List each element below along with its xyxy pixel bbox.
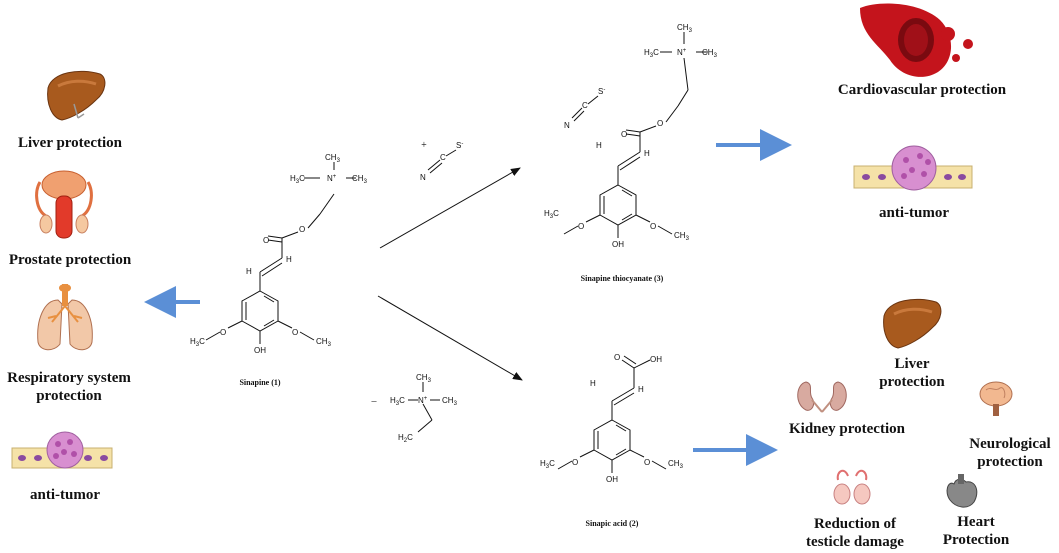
- neurological-protection-label-line2: protection: [977, 454, 1043, 470]
- svg-text:CH3: CH3: [442, 396, 458, 407]
- tumor-tissue-icon: [11, 431, 113, 469]
- svg-text:O: O: [263, 236, 269, 245]
- svg-text:O: O: [614, 353, 620, 362]
- sinapine-caption: Sinapine (1): [239, 378, 281, 387]
- sinapine-thiocyanate-structure: [563, 32, 708, 238]
- lungs-icon: [37, 284, 93, 351]
- testicle-damage-label-line1: Reduction of: [813, 516, 897, 532]
- svg-text:OH: OH: [650, 355, 662, 364]
- sinapic-acid-atoms: O OH H H O O H3C CH3 OH: [540, 353, 684, 484]
- sinapine-thiocyanate-caption: Sinapine thiocyanate (3): [580, 274, 664, 283]
- sinapic-acid-caption: Sinapic acid (2): [585, 519, 639, 528]
- svg-text:O: O: [621, 130, 627, 139]
- svg-text:H2C: H2C: [398, 433, 413, 444]
- kidney-icon: [797, 381, 847, 413]
- kidney-protection-label: Kidney protection: [789, 421, 905, 437]
- liver-protection-label-right-line1: Liver: [894, 356, 930, 372]
- prostate-icon: [35, 170, 93, 239]
- liver-protection-label: Liver protection: [17, 135, 122, 151]
- heart-protection-label-line1: Heart: [957, 514, 995, 530]
- svg-text:H: H: [596, 141, 602, 150]
- sinapine-atoms: O O H H CH3 H3C N+ CH3 O O H3C CH3 OH: [190, 153, 368, 355]
- svg-text:H: H: [638, 385, 644, 394]
- thiocyanate-reagent: N C S-: [420, 141, 463, 182]
- svg-text:CH3: CH3: [668, 459, 684, 470]
- svg-text:H: H: [644, 149, 650, 158]
- svg-text:CH3: CH3: [677, 23, 693, 34]
- svg-text:CH3: CH3: [352, 174, 368, 185]
- testicle-icon: [833, 469, 871, 505]
- svg-text:O: O: [572, 458, 578, 467]
- svg-text:H: H: [286, 255, 292, 264]
- svg-text:OH: OH: [612, 240, 624, 249]
- svg-text:CH3: CH3: [416, 373, 432, 384]
- svg-text:C: C: [440, 153, 446, 162]
- svg-text:N+: N+: [677, 48, 687, 57]
- svg-text:CH3: CH3: [316, 337, 332, 348]
- blood-vessel-icon: [860, 3, 973, 77]
- svg-text:O: O: [299, 225, 305, 234]
- liver-icon-right: [883, 298, 942, 349]
- anti-tumor-label-right: anti-tumor: [879, 205, 949, 221]
- svg-text:N: N: [564, 121, 570, 130]
- respiratory-protection-label-line1: Respiratory system: [7, 370, 131, 386]
- liver-protection-label-right-line2: protection: [879, 374, 945, 390]
- choline-reagent: [408, 382, 440, 433]
- liver-icon: [47, 70, 106, 121]
- svg-text:H3C: H3C: [290, 174, 305, 185]
- brain-icon: [979, 381, 1013, 416]
- neurological-protection-label-line1: Neurological: [969, 436, 1051, 452]
- svg-text:N+: N+: [418, 396, 428, 405]
- prostate-protection-label: Prostate protection: [8, 252, 132, 268]
- svg-text:H: H: [590, 379, 596, 388]
- svg-text:H3C: H3C: [540, 459, 555, 470]
- choline-atoms: CH3 H3C N+ CH3 H2C: [390, 373, 458, 444]
- anti-tumor-label-left: anti-tumor: [30, 487, 100, 503]
- respiratory-protection-label-line2: protection: [36, 388, 102, 404]
- svg-text:N+: N+: [327, 174, 337, 183]
- heart-icon: [946, 474, 978, 508]
- svg-text:H3C: H3C: [190, 337, 205, 348]
- svg-text:S-: S-: [598, 87, 605, 96]
- sinapine-structure: [205, 162, 356, 344]
- svg-text:H3C: H3C: [644, 48, 659, 59]
- svg-text:H3C: H3C: [390, 396, 405, 407]
- svg-text:S-: S-: [456, 141, 463, 150]
- svg-text:OH: OH: [606, 475, 618, 484]
- reaction-arrow-to-thiocyanate: [379, 167, 521, 249]
- testicle-damage-label-line2: testicle damage: [806, 534, 904, 550]
- svg-text:CH3: CH3: [674, 231, 690, 242]
- tumor-tissue-icon-right: [853, 145, 973, 191]
- heart-protection-label-line2: Protection: [942, 532, 1010, 548]
- cardiovascular-protection-label: Cardiovascular protection: [837, 82, 1007, 98]
- svg-text:O: O: [657, 119, 663, 128]
- sinapine-thiocyanate-atoms: O O H H CH3 H3C N+ CH3 O O H3C CH3 OH N …: [544, 23, 718, 249]
- thiocyanate-charge: +: [421, 140, 427, 151]
- svg-text:H: H: [246, 267, 252, 276]
- svg-text:O: O: [644, 458, 650, 467]
- svg-text:O: O: [292, 328, 298, 337]
- svg-text:C: C: [582, 101, 588, 110]
- choline-charge: –: [371, 396, 377, 407]
- svg-text:N: N: [420, 173, 426, 182]
- svg-text:O: O: [578, 222, 584, 231]
- reaction-arrow-to-sinapic-acid: [377, 295, 523, 381]
- sinapic-acid-structure: [557, 355, 667, 473]
- svg-text:CH3: CH3: [702, 48, 718, 59]
- svg-text:OH: OH: [254, 346, 266, 355]
- svg-text:O: O: [650, 222, 656, 231]
- svg-text:CH3: CH3: [325, 153, 341, 164]
- svg-text:O: O: [220, 328, 226, 337]
- svg-text:H3C: H3C: [544, 209, 559, 220]
